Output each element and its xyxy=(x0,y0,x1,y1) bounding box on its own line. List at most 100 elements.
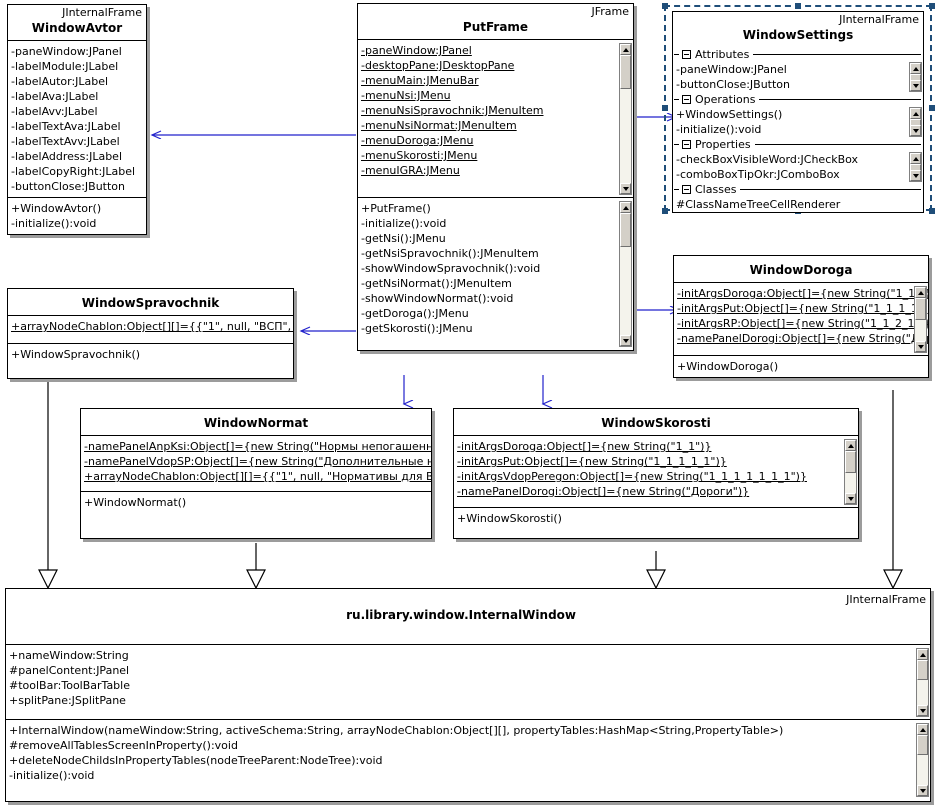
member-row[interactable]: -checkBoxVisibleWord:JCheckBox xyxy=(676,153,859,166)
operation-row[interactable]: -getDoroga():JMenu xyxy=(361,307,469,320)
class-windowavtor[interactable]: JInternalFrame WindowAvtor -paneWindow:J… xyxy=(7,4,147,235)
operation-row[interactable]: -showWindowNormat():void xyxy=(361,292,514,305)
attribute-row[interactable]: -initArgsVdopPeregon:Object[]={new Strin… xyxy=(457,470,807,483)
class-windowspravochnik[interactable]: WindowSpravochnik +arrayNodeChablon:Obje… xyxy=(7,288,294,379)
group-scrollbar[interactable] xyxy=(909,152,922,182)
attribute-row[interactable]: -labelAddress:JLabel xyxy=(11,150,123,163)
class-windowsettings[interactable]: JInternalFrame WindowSettings Attributes… xyxy=(672,11,924,213)
selection-handle-middle-right[interactable] xyxy=(929,105,935,111)
attribute-row[interactable]: -namePanelDorogi:Object[]={new String("Д… xyxy=(457,485,750,498)
attributes-compartment[interactable]: -initArgsDoroga:Object[]={new String("1_… xyxy=(674,283,928,356)
attribute-row[interactable]: +arrayNodeChablon:Object[][]={{"1", null… xyxy=(84,470,431,483)
attribute-row[interactable]: -labelModule:JLabel xyxy=(11,60,119,73)
attribute-row[interactable]: -labelCopyRight:JLabel xyxy=(11,165,136,178)
attributes-compartment[interactable]: -namePanelAnpKsi:Object[]={new String("Н… xyxy=(81,436,431,492)
scrollbar-thumb[interactable] xyxy=(915,298,926,320)
attribute-row[interactable]: -initArgsPut:Object[]={new String("1_1_1… xyxy=(457,455,727,468)
operations-scrollbar[interactable] xyxy=(916,723,929,797)
scrollbar-thumb[interactable] xyxy=(917,735,928,755)
operation-row[interactable]: #removeAllTablesScreenInProperty():void xyxy=(9,739,238,752)
operation-row[interactable]: -initialize():void xyxy=(361,217,447,230)
attributes-scrollbar[interactable] xyxy=(916,648,929,717)
group-scrollbar[interactable] xyxy=(909,107,922,137)
class-windowdoroga[interactable]: WindowDoroga -initArgsDoroga:Object[]={n… xyxy=(673,255,929,378)
attribute-row[interactable]: #panelContent:JPanel xyxy=(9,664,130,677)
attribute-row[interactable]: -namePanelVdopSP:Object[]={new String("Д… xyxy=(84,455,431,468)
group-header-operations[interactable]: Operations xyxy=(673,92,923,107)
attribute-row[interactable]: -labelTextAvv:JLabel xyxy=(11,135,120,148)
collapse-minus-icon[interactable] xyxy=(682,185,691,194)
operations-compartment[interactable]: +WindowAvtor() -initialize():void xyxy=(8,198,146,234)
attribute-row[interactable]: -labelAvv:JLabel xyxy=(11,105,98,118)
scrollbar-track[interactable] xyxy=(915,298,926,341)
operation-row[interactable]: -showWindowSpravochnik():void xyxy=(361,262,541,275)
operation-row[interactable]: -getNsiSpravochnik():JMenuItem xyxy=(361,247,539,260)
selection-handle-middle-left[interactable] xyxy=(662,105,668,111)
attribute-row[interactable]: -menuMain:JMenuBar xyxy=(361,74,479,87)
attributes-compartment[interactable]: -paneWindow:JPanel -desktopPane:JDesktopP… xyxy=(358,40,633,198)
attribute-row[interactable]: -buttonClose:JButton xyxy=(11,180,126,193)
scroll-up-arrow-icon[interactable] xyxy=(917,649,928,660)
attribute-row[interactable]: -initArgsPut:Object[]={new String("1_1_1… xyxy=(677,302,928,315)
member-row[interactable]: #ClassNameTreeCellRenderer xyxy=(676,198,841,211)
attribute-row[interactable]: -labelTextAva:JLabel xyxy=(11,120,121,133)
attribute-row[interactable]: -menuIGRA:JMenu xyxy=(361,164,460,177)
scroll-up-arrow-icon[interactable] xyxy=(620,202,631,213)
scroll-down-arrow-icon[interactable] xyxy=(917,705,928,716)
operation-row[interactable]: -getNsiNormat():JMenuItem xyxy=(361,277,512,290)
operation-row[interactable]: +PutFrame() xyxy=(361,202,431,215)
group-members-properties[interactable]: -checkBoxVisibleWord:JCheckBox -comboBoxT… xyxy=(673,152,923,182)
class-putframe[interactable]: JFrame PutFrame -paneWindow:JPanel-deskt… xyxy=(357,3,634,351)
member-row[interactable]: -comboBoxTipOkr:JComboBox xyxy=(676,168,840,181)
attribute-row[interactable]: #toolBar:ToolBarTable xyxy=(9,679,130,692)
attribute-row[interactable]: -initArgsRP:Object[]={new String("1_1_2_… xyxy=(677,317,928,330)
scrollbar-track[interactable] xyxy=(620,55,631,183)
selection-handle-top-right[interactable] xyxy=(929,3,935,9)
operation-row[interactable]: +deleteNodeChildsInPropertyTables(nodeTr… xyxy=(9,754,383,767)
scroll-up-arrow-icon[interactable] xyxy=(910,153,921,164)
operations-compartment[interactable]: +InternalWindow(nameWindow:String, activ… xyxy=(6,720,930,800)
operations-scrollbar[interactable] xyxy=(619,201,632,347)
operations-compartment[interactable]: +WindowSpravochnik() xyxy=(8,344,293,378)
operation-row[interactable]: -initialize():void xyxy=(11,217,97,230)
group-header-attributes[interactable]: Attributes xyxy=(673,47,923,62)
member-row[interactable]: +WindowSettings() xyxy=(676,108,783,121)
attribute-row[interactable]: -initArgsDoroga:Object[]={new String("1_… xyxy=(457,440,712,453)
scroll-down-arrow-icon[interactable] xyxy=(915,341,926,352)
selection-handle-bottom-left[interactable] xyxy=(662,208,668,214)
scrollbar-track[interactable] xyxy=(917,735,928,785)
scrollbar-thumb[interactable] xyxy=(620,55,631,89)
attributes-compartment[interactable]: +arrayNodeChablon:Object[][]={{"1", null… xyxy=(8,316,293,344)
scroll-up-arrow-icon[interactable] xyxy=(917,724,928,735)
attributes-scrollbar[interactable] xyxy=(619,43,632,195)
scroll-down-arrow-icon[interactable] xyxy=(910,170,921,181)
operations-compartment[interactable]: +PutFrame()-initialize():void-getNsi():J… xyxy=(358,198,633,350)
scroll-up-arrow-icon[interactable] xyxy=(845,440,856,451)
operations-compartment[interactable]: +WindowNormat() xyxy=(81,492,431,538)
attributes-scrollbar[interactable] xyxy=(844,439,857,505)
attribute-row[interactable]: -namePanelAnpKsi:Object[]={new String("Н… xyxy=(84,440,431,453)
group-header-classes[interactable]: Classes xyxy=(673,182,923,197)
attribute-row[interactable]: -namePanelDorogi:Object[]={new String("Д… xyxy=(677,332,928,345)
scrollbar-thumb[interactable] xyxy=(917,660,928,680)
scrollbar-track[interactable] xyxy=(845,451,856,493)
scroll-down-arrow-icon[interactable] xyxy=(910,125,921,136)
operation-row[interactable]: +WindowSpravochnik() xyxy=(11,348,141,361)
operation-row[interactable]: +WindowDoroga() xyxy=(677,360,779,373)
attribute-row[interactable]: -desktopPane:JDesktopPane xyxy=(361,59,515,72)
group-members-classes[interactable]: #ClassNameTreeCellRenderer xyxy=(673,197,923,212)
class-windownormat[interactable]: WindowNormat -namePanelAnpKsi:Object[]={… xyxy=(80,408,432,539)
operation-row[interactable]: +WindowSkorosti() xyxy=(457,512,562,525)
group-header-properties[interactable]: Properties xyxy=(673,137,923,152)
scroll-down-arrow-icon[interactable] xyxy=(620,183,631,194)
attribute-row[interactable]: -labelAutor:JLabel xyxy=(11,75,109,88)
group-scrollbar[interactable] xyxy=(909,62,922,92)
operation-row[interactable]: +WindowAvtor() xyxy=(11,202,102,215)
selection-handle-top-center[interactable] xyxy=(795,3,801,9)
collapse-minus-icon[interactable] xyxy=(682,140,691,149)
attribute-row[interactable]: -paneWindow:JPanel xyxy=(361,44,472,57)
operations-compartment[interactable]: +WindowDoroga() xyxy=(674,356,928,377)
scroll-down-arrow-icon[interactable] xyxy=(620,335,631,346)
selection-handle-top-left[interactable] xyxy=(662,3,668,9)
attribute-row[interactable]: -menuNsiNormat:JMenuItem xyxy=(361,119,517,132)
